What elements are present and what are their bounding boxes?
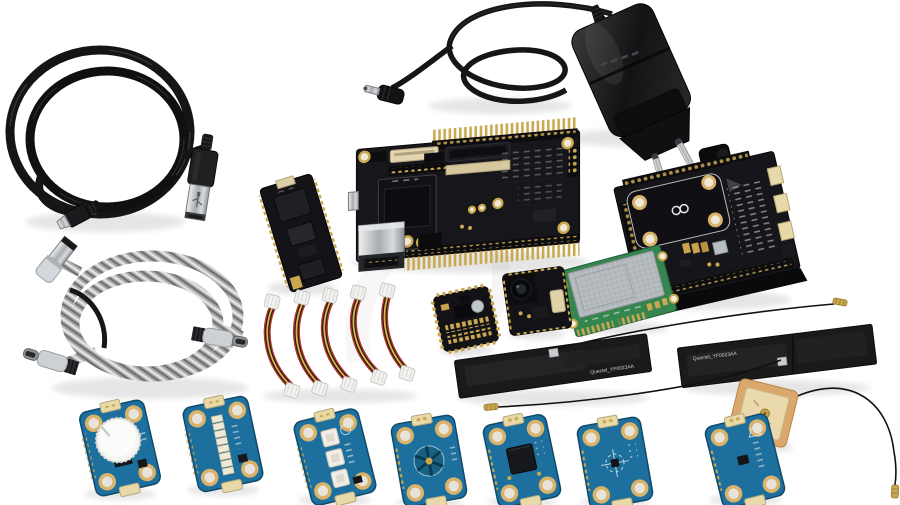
main-carrier-board	[347, 117, 581, 272]
barrel-plug	[363, 84, 405, 105]
large-chip	[506, 443, 538, 475]
modulino-buzzer-board	[390, 412, 468, 505]
gold-vias	[467, 197, 504, 214]
usb-a-to-micro-usb-cable	[5, 45, 219, 230]
capacitor-cluster	[679, 239, 729, 268]
camera-lens	[510, 278, 532, 300]
gold-mount-holes	[632, 174, 723, 247]
edge-connector	[576, 311, 649, 337]
usb-trident-icon	[192, 191, 203, 208]
adapter-body	[571, 3, 694, 181]
led-strip	[210, 414, 235, 476]
side-connectors	[766, 165, 796, 258]
jst-cable-set	[263, 282, 416, 399]
coax-right	[497, 359, 782, 408]
ufl-connector-1	[832, 297, 848, 307]
modulino-thermo-board	[704, 412, 786, 505]
gps-coax	[790, 387, 897, 486]
push-buttons	[320, 427, 351, 489]
fpc-antenna-right: Quectel_YF0023AA	[677, 323, 877, 389]
jst-cable	[378, 282, 416, 382]
modulino-knob-board	[79, 398, 161, 498]
micro-usb-connector	[56, 200, 101, 230]
pin-header-top	[432, 117, 578, 143]
braided-usb-c-cable	[22, 235, 249, 382]
cable-strap	[69, 287, 108, 349]
ufl-connector-2	[483, 403, 499, 411]
jst-cable	[293, 289, 329, 397]
jst-cable	[349, 284, 388, 386]
usb-a-connector	[184, 133, 219, 222]
jst-cable	[263, 293, 301, 399]
power-adapter	[363, 1, 694, 181]
pin-header-bottom	[404, 242, 580, 271]
coax-left	[557, 303, 835, 350]
usb-c-connector-bottom	[22, 348, 80, 376]
modulino-buttons-board	[293, 407, 377, 505]
modulino-movement-board	[576, 414, 654, 505]
jst-cable	[320, 287, 358, 393]
rotary-knob	[95, 417, 142, 464]
sensor-breakout-small	[430, 283, 502, 355]
arduino-infinity-logo	[671, 203, 689, 216]
sensor-chip	[736, 454, 750, 466]
antenna-marking: Quectel_YF0023AA	[692, 351, 737, 362]
usb-port	[347, 190, 359, 212]
usb-a-connector-braided	[35, 235, 78, 283]
camera-breakout-small	[499, 263, 575, 339]
fpc-antenna-left: Quectel_YF0023AA	[454, 333, 652, 399]
ethernet-jack	[357, 221, 405, 272]
modulino-chip-board	[482, 412, 562, 505]
usb-c-connector-right	[191, 326, 249, 348]
modulino-pixels-board	[182, 394, 264, 494]
ufl-connector-3	[890, 484, 900, 499]
buzzer-footprint	[413, 445, 445, 477]
som-stick-module	[258, 173, 344, 293]
